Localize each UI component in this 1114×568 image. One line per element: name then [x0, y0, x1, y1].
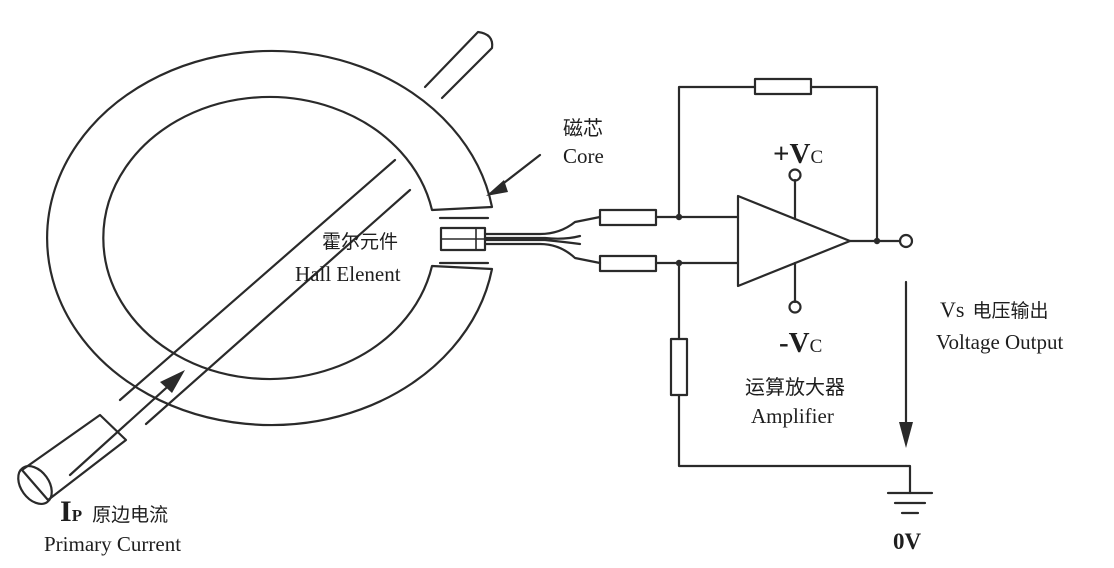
feedback-path	[677, 77, 879, 243]
feedback-resistor	[753, 77, 813, 96]
hall-label-en: Hall Elenent	[295, 262, 401, 286]
primary-current-label-en: Primary Current	[44, 532, 181, 556]
vc-minus-terminal	[788, 300, 802, 314]
vc-plus-terminal	[788, 168, 802, 182]
amplifier-label-en: Amplifier	[751, 404, 834, 428]
conductor-end-cap	[17, 465, 53, 505]
current-arrow-head	[160, 370, 185, 393]
input-resistor-bottom	[598, 254, 658, 273]
voltage-output-label-en: Voltage Output	[936, 330, 1064, 354]
magnetic-core	[46, 49, 494, 427]
voltage-output-arrow	[899, 280, 913, 448]
ground-resistor	[669, 337, 689, 397]
current-arrow-shaft	[68, 378, 177, 477]
hall-label-cn: 霍尔元件	[322, 231, 398, 253]
vc-minus-label: -VC	[779, 327, 822, 359]
hall-element	[439, 226, 487, 252]
vc-plus-label: +VC	[773, 138, 823, 170]
op-amp	[736, 168, 852, 314]
core-body	[46, 49, 494, 427]
return-path	[669, 261, 912, 495]
ground-label: 0V	[893, 529, 922, 554]
hall-leads	[483, 215, 602, 265]
core-label-cn: 磁芯	[563, 116, 603, 140]
output-terminal	[898, 233, 914, 249]
conductor-front-segment	[20, 413, 128, 502]
primary-conductor	[17, 30, 494, 505]
conductor-inner-bottom-edge	[144, 188, 412, 426]
input-resistor-top	[598, 208, 658, 227]
core-pointer	[486, 153, 542, 196]
core-label-en: Core	[563, 144, 604, 168]
conductor-inner-top-edge	[118, 158, 397, 402]
ground-icon	[886, 491, 934, 515]
amplifier-label-cn: 运算放大器	[745, 375, 845, 399]
conductor-rear-segment	[423, 30, 494, 100]
